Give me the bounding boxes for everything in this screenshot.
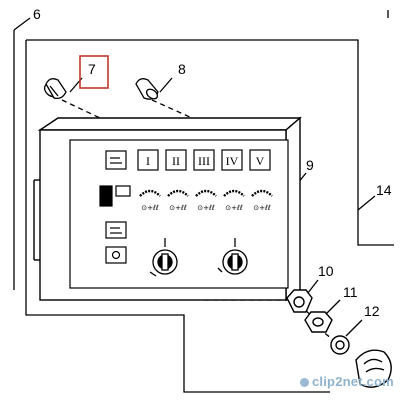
gauge-arc xyxy=(195,189,217,197)
leader-14 xyxy=(357,195,376,211)
switch-mid xyxy=(105,221,127,239)
watermark: clip2net.com xyxy=(300,374,396,394)
bulb-7-icon xyxy=(43,78,67,100)
bulb-8-icon xyxy=(135,78,159,100)
label-6: 6 xyxy=(33,6,41,22)
gauge-caption: ⊙+ℓℓ xyxy=(141,204,159,212)
gauge-arc xyxy=(139,189,161,197)
boundary-bottom xyxy=(25,40,330,393)
gear-button-label: I xyxy=(146,154,150,168)
label-9: 9 xyxy=(306,157,314,173)
label-12: 12 xyxy=(364,303,380,319)
gear-button-4 xyxy=(221,149,243,171)
gear-button-5 xyxy=(249,149,271,171)
label-7: 7 xyxy=(88,61,96,77)
knob-right xyxy=(217,238,248,275)
leader-8 xyxy=(159,77,173,93)
gauge-caption: ⊙+ℓℓ xyxy=(169,204,187,212)
watermark-logo-icon xyxy=(300,378,309,388)
gear-button-label: IV xyxy=(226,154,239,168)
washer-12-icon xyxy=(330,335,350,355)
panel-left-switches xyxy=(99,150,131,264)
gear-button-label: III xyxy=(198,154,210,168)
nut-10-icon xyxy=(286,289,313,313)
gauge-arc xyxy=(167,189,189,197)
gauge-arc xyxy=(251,189,273,197)
gauge-caption: ⊙+ℓℓ xyxy=(197,204,215,212)
boundary-top-right xyxy=(26,39,394,246)
gauge-arc xyxy=(223,189,245,197)
gear-button-2 xyxy=(165,149,187,171)
knob-left xyxy=(149,238,178,277)
gauges: ⊙+ℓℓ ⊙+ℓℓ ⊙+ℓℓ ⊙+ℓℓ ⊙+ℓℓ xyxy=(139,189,273,212)
callout-border-7 xyxy=(79,55,109,89)
gauge-caption: ⊙+ℓℓ xyxy=(253,204,271,212)
gear-button-label: V xyxy=(256,154,265,168)
label-11: 11 xyxy=(343,284,358,300)
label-10: 10 xyxy=(318,263,334,279)
gear-button-label: II xyxy=(172,154,180,168)
gauge-caption: ⊙+ℓℓ xyxy=(225,204,243,212)
washer-11-icon xyxy=(304,311,333,333)
watermark-text: clip2net.com xyxy=(312,374,394,389)
gear-button-1 xyxy=(137,149,159,171)
indicator-small xyxy=(115,185,131,197)
gear-button-3 xyxy=(193,149,215,171)
label-8: 8 xyxy=(178,61,186,77)
indicator-bar xyxy=(99,185,113,207)
switch-top xyxy=(105,150,127,170)
leader-12 xyxy=(345,319,363,337)
leader-6 xyxy=(13,17,31,31)
label-14: 14 xyxy=(376,182,392,198)
control-knob-icon xyxy=(355,349,392,388)
